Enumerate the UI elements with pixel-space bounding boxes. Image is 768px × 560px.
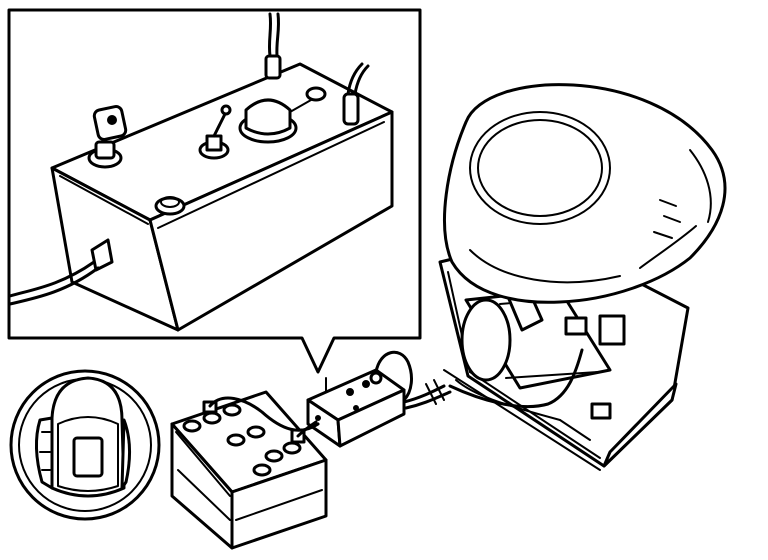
- key-switch-icon: [87, 105, 128, 169]
- welding-helmet-icon: [35, 376, 131, 498]
- inset-side-connector: [8, 238, 114, 306]
- control-box-icon: [306, 368, 406, 448]
- small-knob-icon: [154, 196, 186, 216]
- connection-cables: [208, 350, 452, 438]
- inset-cables: [264, 12, 370, 126]
- cover-dome-icon: [443, 83, 727, 304]
- car-battery-icon: [170, 390, 328, 550]
- light-unit-icon: [438, 83, 727, 471]
- welding-helmet-symbol: [9, 369, 161, 521]
- control-box-detail-inset: [7, 8, 422, 374]
- indicator-button-icon: [238, 86, 327, 144]
- toggle-switch-icon: [198, 104, 232, 160]
